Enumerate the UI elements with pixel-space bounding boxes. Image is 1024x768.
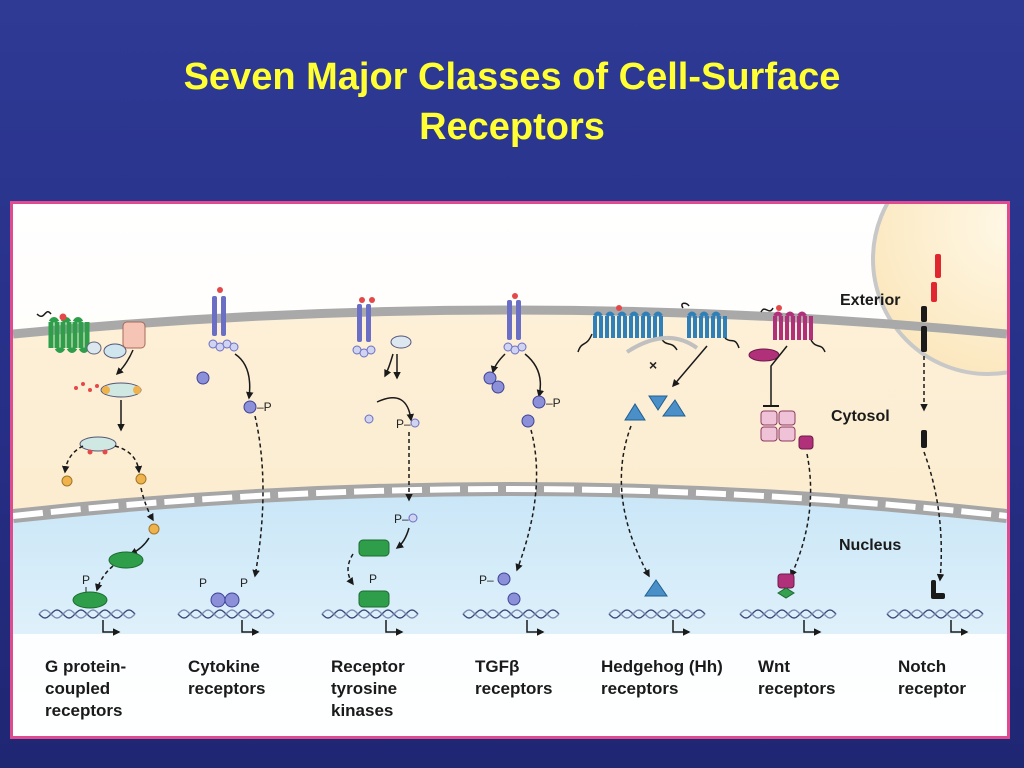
class-label-rtk: Receptor tyrosine kinases xyxy=(331,657,405,720)
class-label-line: G protein- xyxy=(45,657,126,676)
smoothened-receptor xyxy=(687,311,727,338)
inhibition-mark: × xyxy=(649,357,657,373)
wnt-ligand xyxy=(776,305,782,311)
dna-helix xyxy=(608,609,706,636)
dna-helix xyxy=(321,609,419,636)
transcription-arrow xyxy=(672,620,691,636)
gpcr-receptor xyxy=(48,317,90,353)
label-band xyxy=(13,634,1007,736)
gli-factor xyxy=(624,403,646,421)
svg-text:P–: P– xyxy=(479,573,494,587)
nucleus-label: Nucleus xyxy=(839,537,901,554)
class-label-line: Hedgehog (Hh) xyxy=(601,657,723,676)
dishevelled-protein xyxy=(748,348,780,362)
frizzled-receptor xyxy=(773,311,813,340)
class-label-line: Notch xyxy=(898,657,946,676)
diagram-canvas: Exterior Cytosol Nucleus P xyxy=(13,204,1007,736)
dna-helix xyxy=(462,609,560,636)
tgfb-pathway: –P P– xyxy=(479,293,561,606)
transcription-arrow xyxy=(385,620,404,636)
class-label-line: coupled xyxy=(45,679,110,698)
destruction-complex xyxy=(760,410,796,442)
class-label-line: kinases xyxy=(331,701,393,720)
slide-title: Seven Major Classes of Cell-Surface Rece… xyxy=(0,52,1024,152)
class-label-cytokine: Cytokine receptors xyxy=(188,657,265,698)
dna-helix xyxy=(38,609,136,636)
dna-helix xyxy=(177,609,275,636)
class-label-line: TGFβ xyxy=(475,657,519,676)
class-label-line: receptors xyxy=(758,679,835,698)
class-label-notch: Notch receptor xyxy=(898,657,966,698)
transcription-arrow xyxy=(950,620,969,636)
wnt-pathway xyxy=(748,305,826,599)
svg-text:P: P xyxy=(199,576,207,590)
notch-receptor xyxy=(921,306,927,322)
transcription-arrow xyxy=(803,620,822,636)
kinase-subunit xyxy=(61,475,73,487)
class-label-line: Wnt xyxy=(758,657,790,676)
class-label-tgfb: TGFβ receptors xyxy=(475,657,552,698)
class-label-line: receptor xyxy=(898,679,966,698)
class-label-line: receptors xyxy=(601,679,678,698)
notch-intracellular-domain xyxy=(921,430,927,448)
cytokine-pathway: –P P P xyxy=(196,287,272,608)
patched-receptor xyxy=(593,311,663,338)
slide-title-line-1: Seven Major Classes of Cell-Surface xyxy=(183,56,841,98)
svg-text:P–: P– xyxy=(394,512,409,526)
svg-text:–P: –P xyxy=(257,400,272,414)
transcription-arrow xyxy=(241,620,260,636)
beta-catenin xyxy=(798,435,814,450)
class-label-line: Receptor xyxy=(331,657,405,676)
notch-pathway xyxy=(920,254,945,599)
hedgehog-pathway: × xyxy=(577,302,740,597)
nuclear-pores xyxy=(13,486,1007,519)
class-label-line: receptors xyxy=(45,701,122,720)
slide-title-line-2: Receptors xyxy=(419,106,605,148)
dna-helix xyxy=(739,609,837,636)
class-label-line: receptors xyxy=(475,679,552,698)
g-protein-subunit xyxy=(86,341,102,355)
dna-helix xyxy=(886,609,984,636)
class-label-gpcr: G protein-coupled receptors xyxy=(45,657,126,720)
hedgehog-ligand xyxy=(616,305,622,311)
receptor-diagram: Exterior Cytosol Nucleus P xyxy=(10,201,1010,739)
svg-text:P: P xyxy=(240,576,248,590)
cytokine-ligand xyxy=(217,287,223,293)
gpcr-ligand xyxy=(59,313,67,321)
svg-text:P–: P– xyxy=(396,417,411,431)
stat-protein xyxy=(196,371,210,385)
class-label-wnt: Wnt receptors xyxy=(758,657,835,698)
svg-text:P: P xyxy=(369,572,377,586)
gpcr-pathway: P xyxy=(36,311,160,609)
transcription-factor xyxy=(108,551,144,569)
class-label-line: tyrosine xyxy=(331,679,397,698)
exterior-label: Exterior xyxy=(840,292,900,309)
transcription-arrow xyxy=(102,620,121,636)
g-protein-alpha xyxy=(103,343,127,359)
class-label-hedgehog: Hedgehog (Hh) receptors xyxy=(601,657,723,698)
class-label-line: Cytokine xyxy=(188,657,260,676)
effector-enzyme xyxy=(122,321,146,349)
svg-text:–P: –P xyxy=(546,396,561,410)
phospho-label: P xyxy=(82,573,90,587)
transcription-arrow xyxy=(526,620,545,636)
cytosol-label: Cytosol xyxy=(831,408,890,425)
delta-ligand xyxy=(935,254,941,278)
rtk-pathway: P– P– P xyxy=(346,297,420,608)
receptor-class-labels: G protein-coupled receptors Cytokine recep… xyxy=(45,657,966,720)
class-label-line: receptors xyxy=(188,679,265,698)
dna-layer xyxy=(38,609,984,636)
